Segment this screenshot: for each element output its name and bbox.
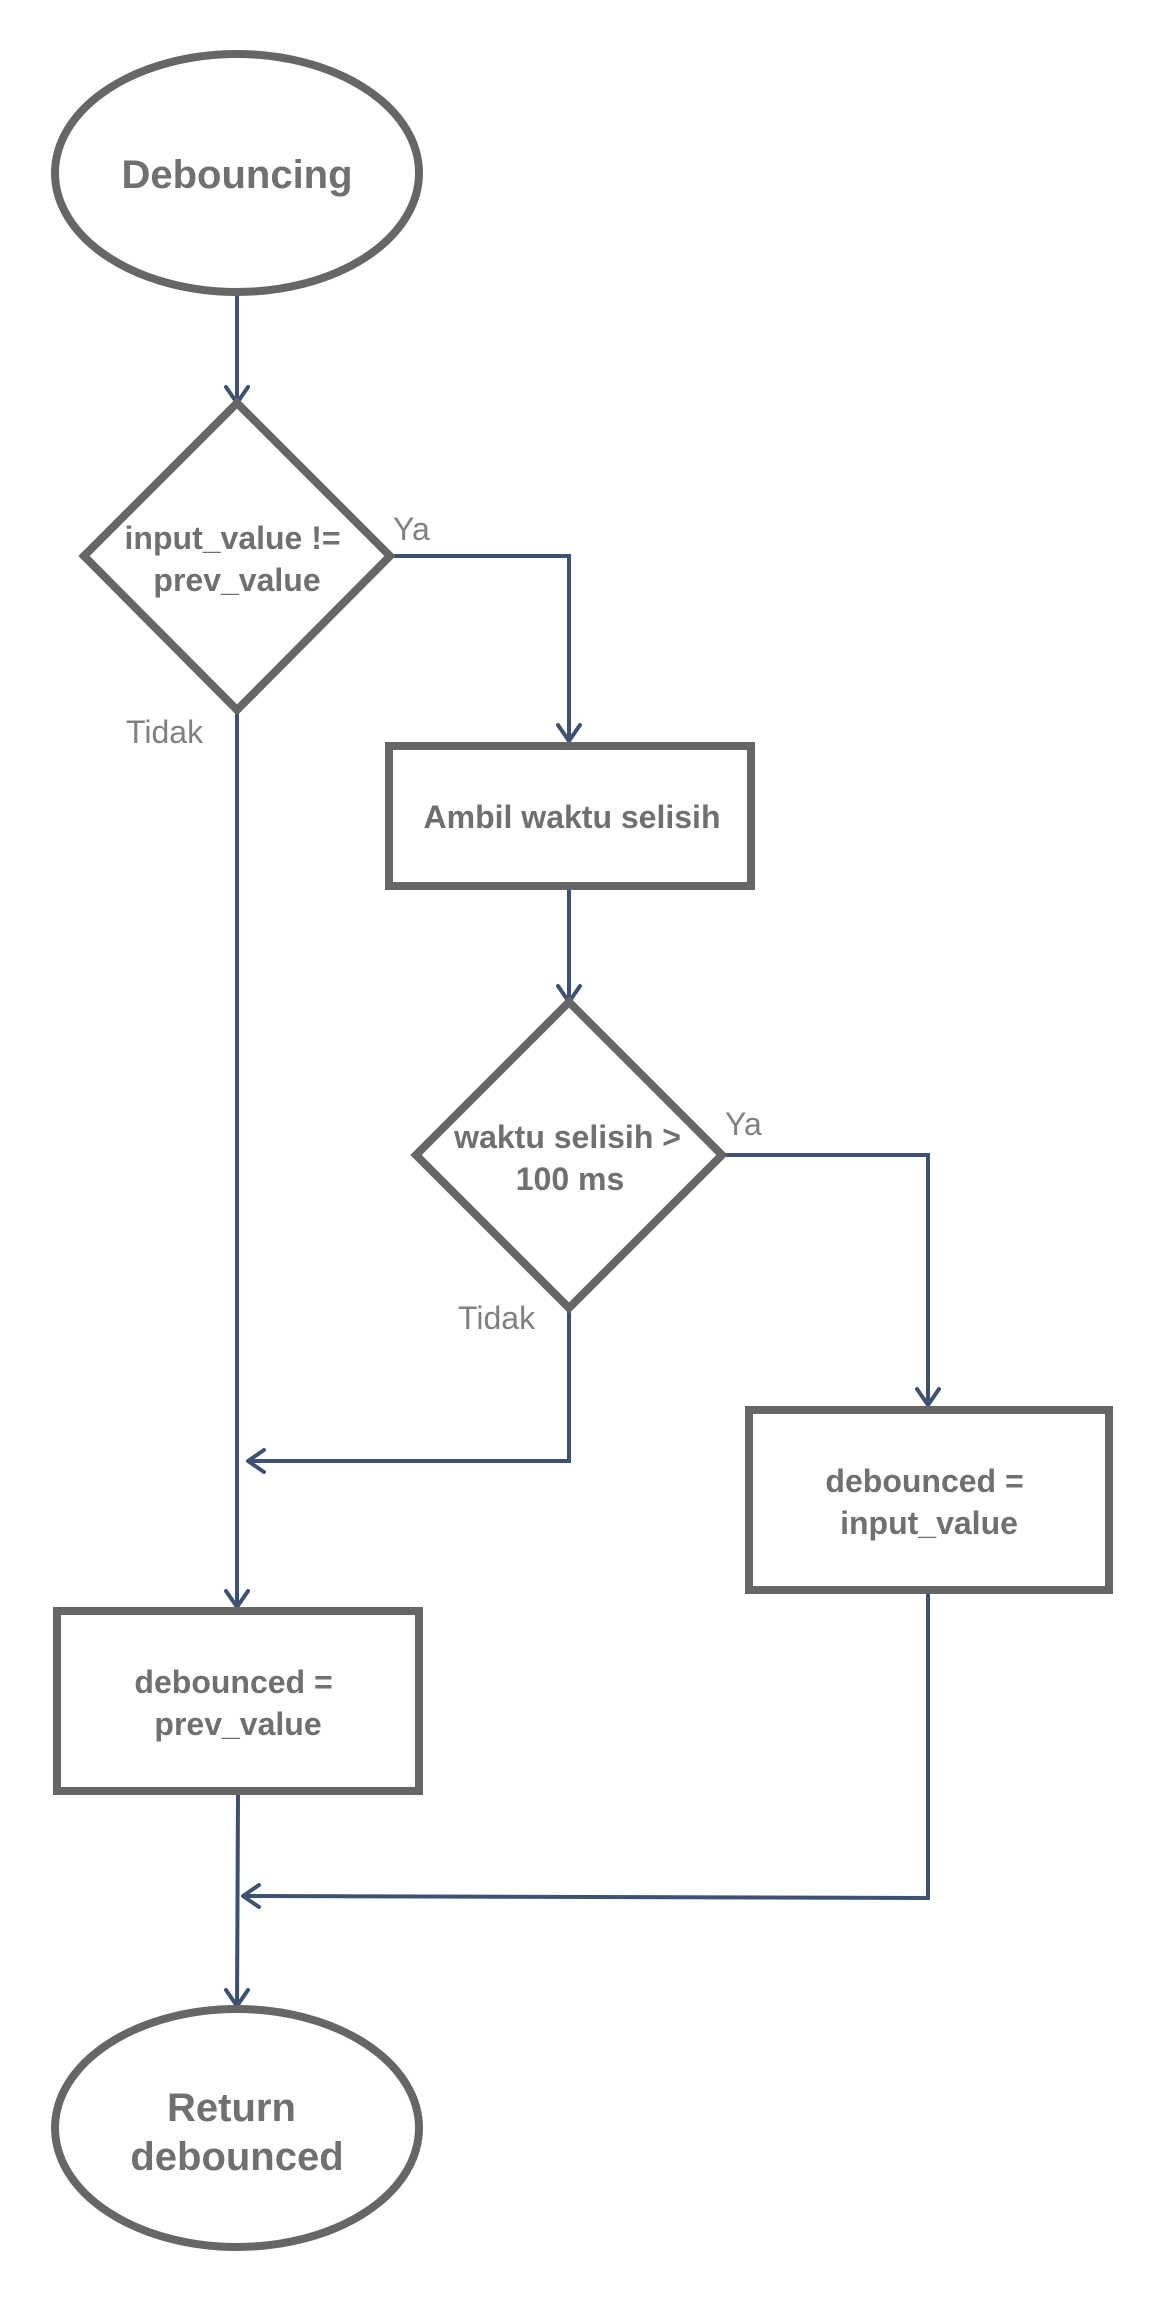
arrow-head-icon — [246, 1448, 266, 1474]
decision-node-input-changed: input_value != prev_value — [78, 397, 396, 716]
process1-label: Ambil waktu selisih — [424, 799, 721, 835]
edge-labels: Ya Tidak Ya Tidak — [126, 511, 762, 1336]
process-node-ambil-waktu: Ambil waktu selisih — [385, 742, 755, 890]
arrow-head-icon — [241, 1883, 261, 1909]
decision1-label: input_value != prev_value — [125, 520, 350, 598]
connector-process-left-to-end — [235, 1793, 240, 2007]
start-node: Debouncing — [51, 50, 423, 296]
edge-label-decision2-no: Tidak — [458, 1300, 536, 1336]
decision1-diamond — [78, 397, 396, 716]
start-ellipse — [51, 50, 423, 296]
start-label: Debouncing — [121, 153, 352, 197]
edge-label-decision1-no: Tidak — [126, 714, 204, 750]
process-left-rect — [53, 1607, 423, 1795]
arrow-head-icon — [915, 1387, 941, 1407]
connectors — [224, 293, 941, 2008]
connector-decision2-yes — [722, 1153, 930, 1405]
end-ellipse — [51, 2005, 423, 2251]
process-node-debounced-input: debounced = input_value — [745, 1406, 1113, 1594]
process-right-label: debounced = input_value — [825, 1463, 1032, 1541]
decision2-diamond — [410, 996, 728, 1314]
process1-rect — [385, 742, 755, 890]
connector-decision1-yes — [390, 554, 571, 741]
process-right-rect — [745, 1406, 1113, 1594]
edge-label-decision1-yes: Ya — [393, 511, 430, 547]
connector-process-right-to-end — [242, 1592, 930, 1901]
process-left-label: debounced = prev_value — [134, 1664, 341, 1742]
connector-decision2-no — [248, 1308, 571, 1463]
process-node-debounced-prev: debounced = prev_value — [53, 1607, 423, 1795]
decision2-label: waktu selisih > 100 ms — [453, 1119, 690, 1197]
end-node: Return debounced — [51, 2005, 423, 2251]
end-label: Return debounced — [130, 2086, 343, 2179]
edge-label-decision2-yes: Ya — [725, 1106, 762, 1142]
decision-node-waktu-selisih: waktu selisih > 100 ms — [410, 996, 728, 1314]
arrow-head-icon — [556, 723, 582, 743]
